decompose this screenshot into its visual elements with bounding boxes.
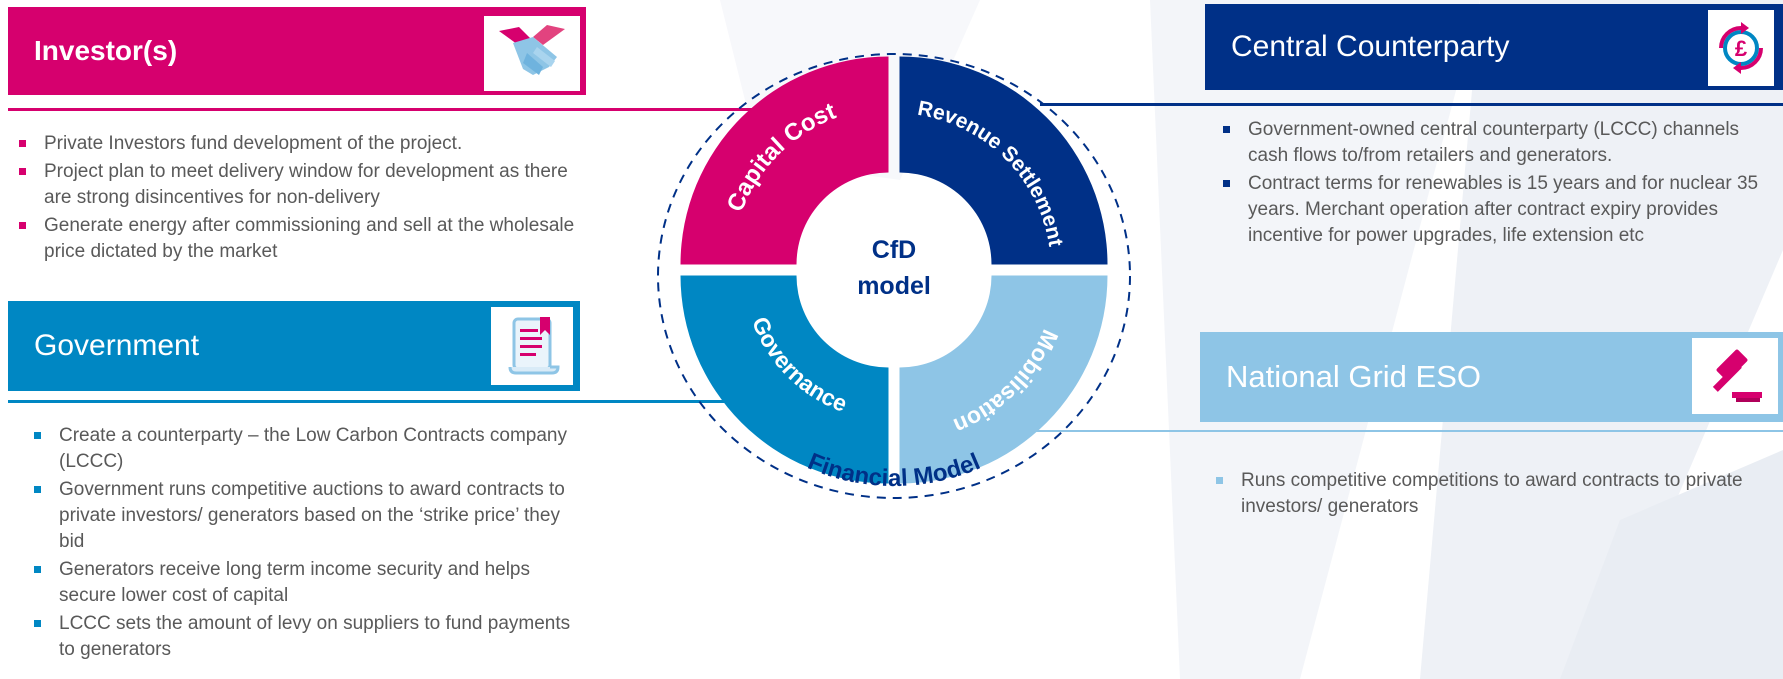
bullet-square-icon (1223, 180, 1230, 187)
government-bullets: Create a counterparty – the Low Carbon C… (23, 423, 583, 665)
pound-cycle-icon: £ (1719, 22, 1763, 74)
svg-text:£: £ (1735, 36, 1748, 61)
counterparty-bullet-text: Government-owned central counterparty (L… (1248, 119, 1740, 166)
counterparty-bullet: Government-owned central counterparty (L… (1212, 117, 1783, 169)
government-title: Government (34, 329, 200, 362)
grid-bullets: Runs competitive competitions to award c… (1205, 468, 1783, 522)
capital-cost-segment (680, 56, 889, 265)
investor-bullets: Private Investors fund development of th… (8, 131, 593, 267)
gavel-icon (1712, 349, 1762, 402)
government-bullet: Generators receive long term income secu… (23, 557, 583, 609)
bullet-square-icon (19, 168, 26, 175)
governance-segment (680, 275, 889, 484)
financial-model-ring (657, 53, 1131, 499)
government-bullet-text: LCCC sets the amount of levy on supplier… (59, 613, 571, 660)
counterparty-title: Central Counterparty (1231, 30, 1510, 63)
investor-bullet: Project plan to meet delivery window for… (8, 159, 593, 211)
investor-bullet-text: Project plan to meet delivery window for… (44, 161, 568, 208)
financial-model-label: Financial Model (804, 448, 984, 492)
counterparty-header: Central Counterparty (1205, 4, 1783, 90)
counterparty-rule (1040, 103, 1783, 106)
investor-bullet: Private Investors fund development of th… (8, 131, 593, 157)
government-rule (8, 400, 753, 403)
investor-icon-box (484, 16, 580, 91)
government-bullet: Create a counterparty – the Low Carbon C… (23, 423, 583, 475)
investor-rule (8, 108, 753, 111)
government-bullet-text: Government runs competitive auctions to … (59, 479, 565, 552)
grid-rule (980, 430, 1783, 432)
bullet-square-icon (34, 620, 41, 627)
grid-bullet: Runs competitive competitions to award c… (1205, 468, 1783, 520)
government-icon-box (491, 307, 573, 385)
mobilisation-segment (899, 275, 1108, 484)
grid-header: National Grid ESO (1200, 332, 1783, 422)
government-bullet-text: Create a counterparty – the Low Carbon C… (59, 425, 567, 472)
bullet-square-icon (19, 140, 26, 147)
document-scroll-icon (508, 317, 560, 375)
government-header: Government (8, 301, 580, 391)
investor-bullet: Generate energy after commissioning and … (8, 213, 593, 265)
government-bullet-text: Generators receive long term income secu… (59, 559, 531, 606)
counterparty-icon-box: £ (1708, 10, 1774, 86)
government-bullet: LCCC sets the amount of levy on supplier… (23, 611, 583, 663)
grid-title: National Grid ESO (1226, 359, 1481, 394)
grid-bullet-text: Runs competitive competitions to award c… (1241, 470, 1743, 517)
investor-bullet-text: Generate energy after commissioning and … (44, 215, 575, 262)
cfd-center-subtitle: model (857, 272, 931, 300)
counterparty-bullets: Government-owned central counterparty (L… (1212, 117, 1783, 251)
cfd-center-title: CfD (872, 236, 916, 264)
government-bullet: Government runs competitive auctions to … (23, 477, 583, 555)
bullet-square-icon (1223, 126, 1230, 133)
bullet-square-icon (34, 486, 41, 493)
counterparty-bullet: Contract terms for renewables is 15 year… (1212, 171, 1783, 249)
bullet-square-icon (19, 222, 26, 229)
bullet-square-icon (1216, 477, 1223, 484)
revenue-settlement-segment (899, 56, 1108, 265)
investor-title: Investor(s) (34, 35, 178, 66)
grid-icon-box (1692, 338, 1778, 414)
investor-bullet-text: Private Investors fund development of th… (44, 133, 463, 154)
handshake-icon (499, 24, 565, 75)
bullet-square-icon (34, 566, 41, 573)
bullet-square-icon (34, 432, 41, 439)
counterparty-bullet-text: Contract terms for renewables is 15 year… (1248, 173, 1759, 246)
